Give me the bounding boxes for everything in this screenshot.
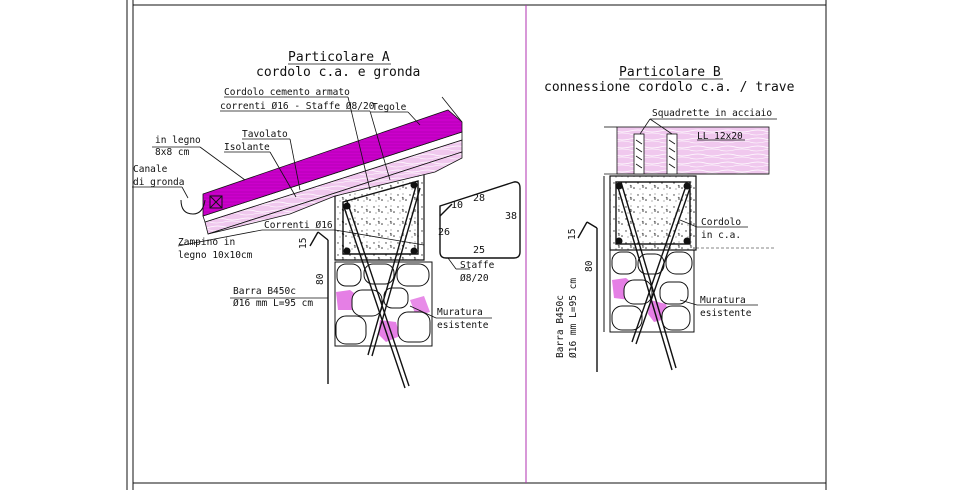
label-cordolo-a: Cordolo cemento armato xyxy=(224,87,350,98)
detail-b-title: Particolare B xyxy=(619,65,721,80)
label-tegole: Tegole xyxy=(372,102,407,113)
stirrup-detail-a xyxy=(439,181,521,259)
stirrup-dim-10: 10 xyxy=(451,200,463,211)
leaders-b xyxy=(639,118,777,306)
label-ll: LL 12x20 xyxy=(697,131,743,142)
stirrup-dim-38: 38 xyxy=(505,211,517,222)
sheet-frame xyxy=(126,0,827,490)
anchor-bar-b xyxy=(577,181,691,372)
gutter-a xyxy=(180,195,223,215)
label-canale-1: Canale xyxy=(133,164,168,175)
label-muratura-2-b: esistente xyxy=(700,308,752,319)
stirrup-dim-26: 26 xyxy=(438,227,450,238)
label-correnti-staffe: correnti Ø16 - Staffe Ø8/20 xyxy=(220,101,375,112)
bar-dim-15-b: 15 xyxy=(567,229,578,240)
bar-dim-80-b: 80 xyxy=(584,260,595,272)
label-tavolato: Tavolato xyxy=(242,129,288,140)
label-staffe-1: Staffe xyxy=(460,260,495,271)
label-staffe-2: Ø8/20 xyxy=(460,273,489,284)
label-legno-2: 8x8 cm xyxy=(155,147,190,158)
label-barra-2-b: Ø16 mm L=95 cm xyxy=(568,278,579,358)
bar-dim-80-a: 80 xyxy=(315,273,326,285)
label-zampino-1: Zampino in xyxy=(178,237,235,248)
leaders-a xyxy=(132,96,492,319)
label-muratura-1-b: Muratura xyxy=(700,295,746,306)
detail-a-subtitle: cordolo c.a. e gronda xyxy=(256,65,420,80)
detail-a-title: Particolare A xyxy=(288,50,390,65)
label-cordolo-1-b: Cordolo xyxy=(701,217,741,228)
anchor-bar-a xyxy=(309,185,421,389)
label-correnti: Correnti Ø16 xyxy=(264,220,333,231)
timber-beam-b xyxy=(604,126,770,175)
detail-b-subtitle: connessione cordolo c.a. / trave xyxy=(544,80,795,95)
detail-b: Particolare B connessione cordolo c.a. /… xyxy=(544,65,795,372)
label-muratura-1-a: Muratura xyxy=(437,307,483,318)
label-squadrette: Squadrette in acciaio xyxy=(652,108,772,119)
bar-dim-15-a: 15 xyxy=(298,238,309,249)
roof-layers-a xyxy=(202,96,463,235)
stirrup-dim-28: 28 xyxy=(473,193,485,204)
label-barra-1-a: Barra B450c xyxy=(233,286,296,297)
label-cordolo-2-b: in c.a. xyxy=(701,230,741,241)
label-legno-1: in legno xyxy=(155,135,201,146)
masonry-wall-a xyxy=(334,261,433,347)
detail-a: Particolare A cordolo c.a. e gronda xyxy=(132,50,521,389)
label-barra-2-a: Ø16 mm L=95 cm xyxy=(233,298,313,309)
label-isolante: Isolante xyxy=(224,142,270,153)
label-canale-2: di gronda xyxy=(133,177,184,188)
label-zampino-2: legno 10x10cm xyxy=(178,250,253,261)
stirrup-dim-25: 25 xyxy=(473,245,485,256)
label-muratura-2-a: esistente xyxy=(437,320,489,331)
label-barra-1-b: Barra B450c xyxy=(555,295,566,358)
masonry-wall-b xyxy=(603,176,695,333)
